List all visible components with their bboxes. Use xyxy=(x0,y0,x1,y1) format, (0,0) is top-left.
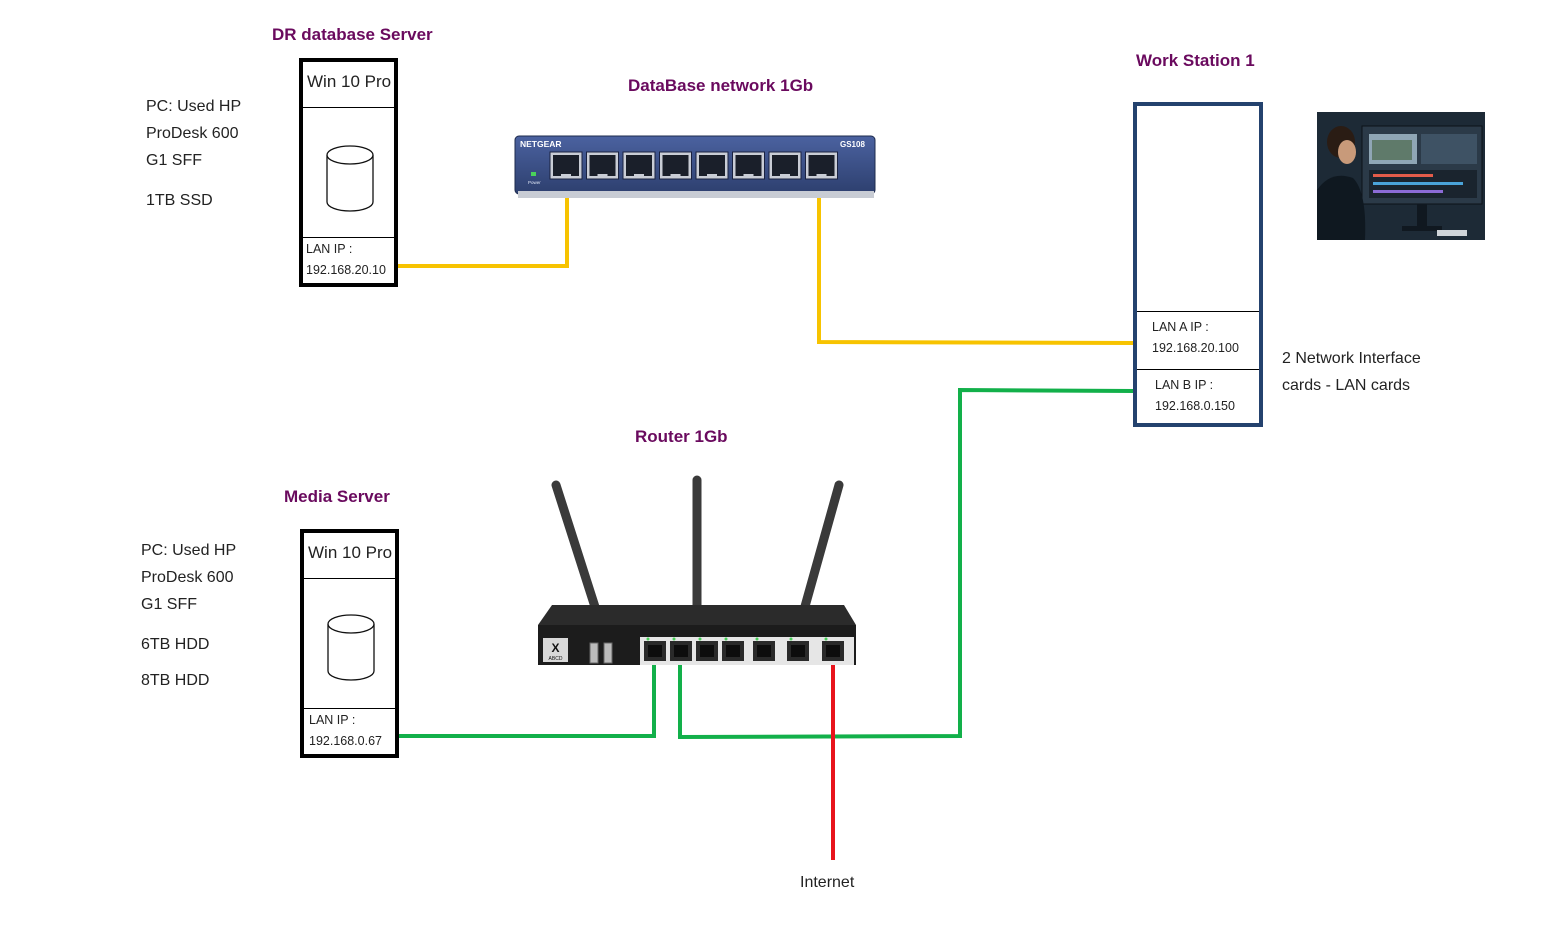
lan-a-label: LAN A IP : xyxy=(1152,320,1209,334)
ip-value: 192.168.20.10 xyxy=(306,263,386,277)
ip-label: LAN IP : xyxy=(306,242,353,256)
wire-switch-to-lan-a xyxy=(817,170,1135,345)
spec-line: PC: Used HP xyxy=(146,98,242,115)
ip-section: LAN IP : 192.168.0.67 xyxy=(304,708,395,754)
router-title: Router 1Gb xyxy=(635,427,728,446)
dr-server-spec: PC: Used HP ProDesk 600 G1 SFF 1TB SSD xyxy=(146,93,241,214)
workstation-photo-icon xyxy=(1317,112,1485,240)
router-badge: X xyxy=(551,641,559,655)
nic-note-line: cards - LAN cards xyxy=(1282,377,1411,394)
router-port xyxy=(644,637,666,661)
ip-label: LAN IP : xyxy=(309,713,356,727)
switch-port xyxy=(768,151,802,180)
disk-cylinder-icon xyxy=(326,145,374,212)
spec-line: ProDesk 600 xyxy=(141,569,234,586)
switch-port xyxy=(732,151,765,180)
wire-media-to-router xyxy=(399,653,656,738)
os-label: Win 10 Pro xyxy=(303,62,394,108)
dr-server-box: Win 10 Pro LAN IP : 192.168.20.10 xyxy=(299,58,398,287)
spec-storage: 8TB HDD xyxy=(141,672,210,689)
ip-value: 192.168.0.67 xyxy=(309,734,382,748)
router-ports xyxy=(644,637,844,661)
wire-router-to-lan-b xyxy=(678,387,1135,740)
nic-note-line: 2 Network Interface xyxy=(1282,350,1421,367)
lan-b-ip: 192.168.0.150 xyxy=(1155,399,1235,413)
switch-port xyxy=(549,151,583,180)
switch-power-label: Power xyxy=(528,180,541,185)
router-icon: X ABCD xyxy=(538,475,856,665)
lan-b-section: LAN B IP : 192.168.0.150 xyxy=(1137,369,1259,427)
switch-port xyxy=(622,151,656,180)
workstation-box: LAN A IP : 192.168.20.100 LAN B IP : 192… xyxy=(1133,102,1263,427)
media-server-spec: PC: Used HP ProDesk 600 G1 SFF 6TB HDD 8… xyxy=(141,537,236,694)
media-server-title: Media Server xyxy=(284,487,390,506)
switch-title: DataBase network 1Gb xyxy=(628,76,814,95)
wire-dr-to-switch xyxy=(398,170,569,268)
disk-cylinder-icon xyxy=(327,614,375,681)
router-port xyxy=(787,637,809,661)
router-port xyxy=(753,637,775,661)
router-badge-sub: ABCD xyxy=(549,656,563,662)
os-label: Win 10 Pro xyxy=(304,533,395,579)
router-port xyxy=(670,637,692,661)
spec-storage: 1TB SSD xyxy=(146,192,213,209)
ip-section: LAN IP : 192.168.20.10 xyxy=(303,237,394,283)
spec-line: PC: Used HP xyxy=(141,542,237,559)
switch-model: GS108 xyxy=(840,140,865,149)
router-port xyxy=(822,637,844,661)
router-port xyxy=(696,637,718,661)
switch-ports xyxy=(549,151,838,180)
internet-label: Internet xyxy=(800,874,855,891)
lan-a-ip: 192.168.20.100 xyxy=(1152,341,1239,355)
network-switch-icon: NETGEAR GS108 Power xyxy=(514,135,876,198)
spec-line: G1 SFF xyxy=(141,596,198,613)
switch-port xyxy=(805,151,838,180)
switch-port xyxy=(586,151,619,180)
switch-port xyxy=(659,151,692,180)
switch-port xyxy=(695,151,729,180)
spec-storage: 6TB HDD xyxy=(141,636,210,653)
media-server-box: Win 10 Pro LAN IP : 192.168.0.67 xyxy=(300,529,399,758)
spec-line: ProDesk 600 xyxy=(146,125,239,142)
spec-line: G1 SFF xyxy=(146,152,203,169)
router-port xyxy=(722,637,744,661)
dr-server-title: DR database Server xyxy=(272,25,433,44)
workstation-title: Work Station 1 xyxy=(1136,51,1255,70)
switch-brand: NETGEAR xyxy=(520,139,562,149)
lan-a-section: LAN A IP : 192.168.20.100 xyxy=(1137,311,1259,369)
lan-b-label: LAN B IP : xyxy=(1155,378,1214,392)
nic-note: 2 Network Interface cards - LAN cards xyxy=(1282,345,1421,399)
